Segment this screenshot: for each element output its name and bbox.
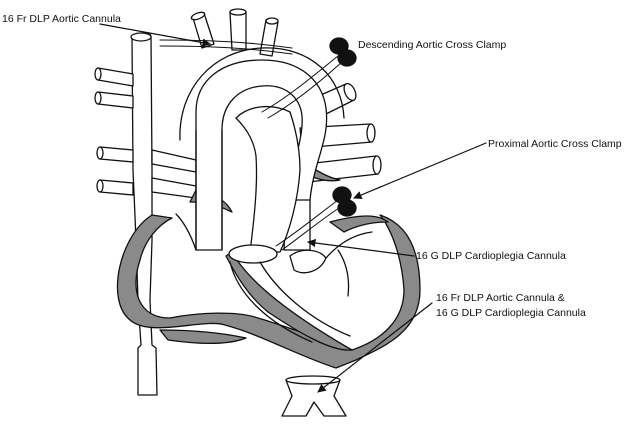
label-proximal-clamp: Proximal Aortic Cross Clamp <box>488 138 622 151</box>
vena-cava <box>131 33 157 395</box>
proximal-clamp-icon <box>333 187 356 216</box>
label-combined-line1: 16 Fr DLP Aortic Cannula & <box>436 292 565 305</box>
label-aortic-cannula: 16 Fr DLP Aortic Cannula <box>2 13 121 26</box>
descending-clamp-icon <box>330 38 356 66</box>
label-combined-line2: 16 G DLP Cardioplegia Cannula <box>436 307 586 320</box>
head-vessels <box>190 9 278 56</box>
bottom-vessel <box>282 376 346 416</box>
label-cardioplegia-cannula: 16 G DLP Cardioplegia Cannula <box>416 250 566 263</box>
label-descending-clamp: Descending Aortic Cross Clamp <box>358 39 506 52</box>
